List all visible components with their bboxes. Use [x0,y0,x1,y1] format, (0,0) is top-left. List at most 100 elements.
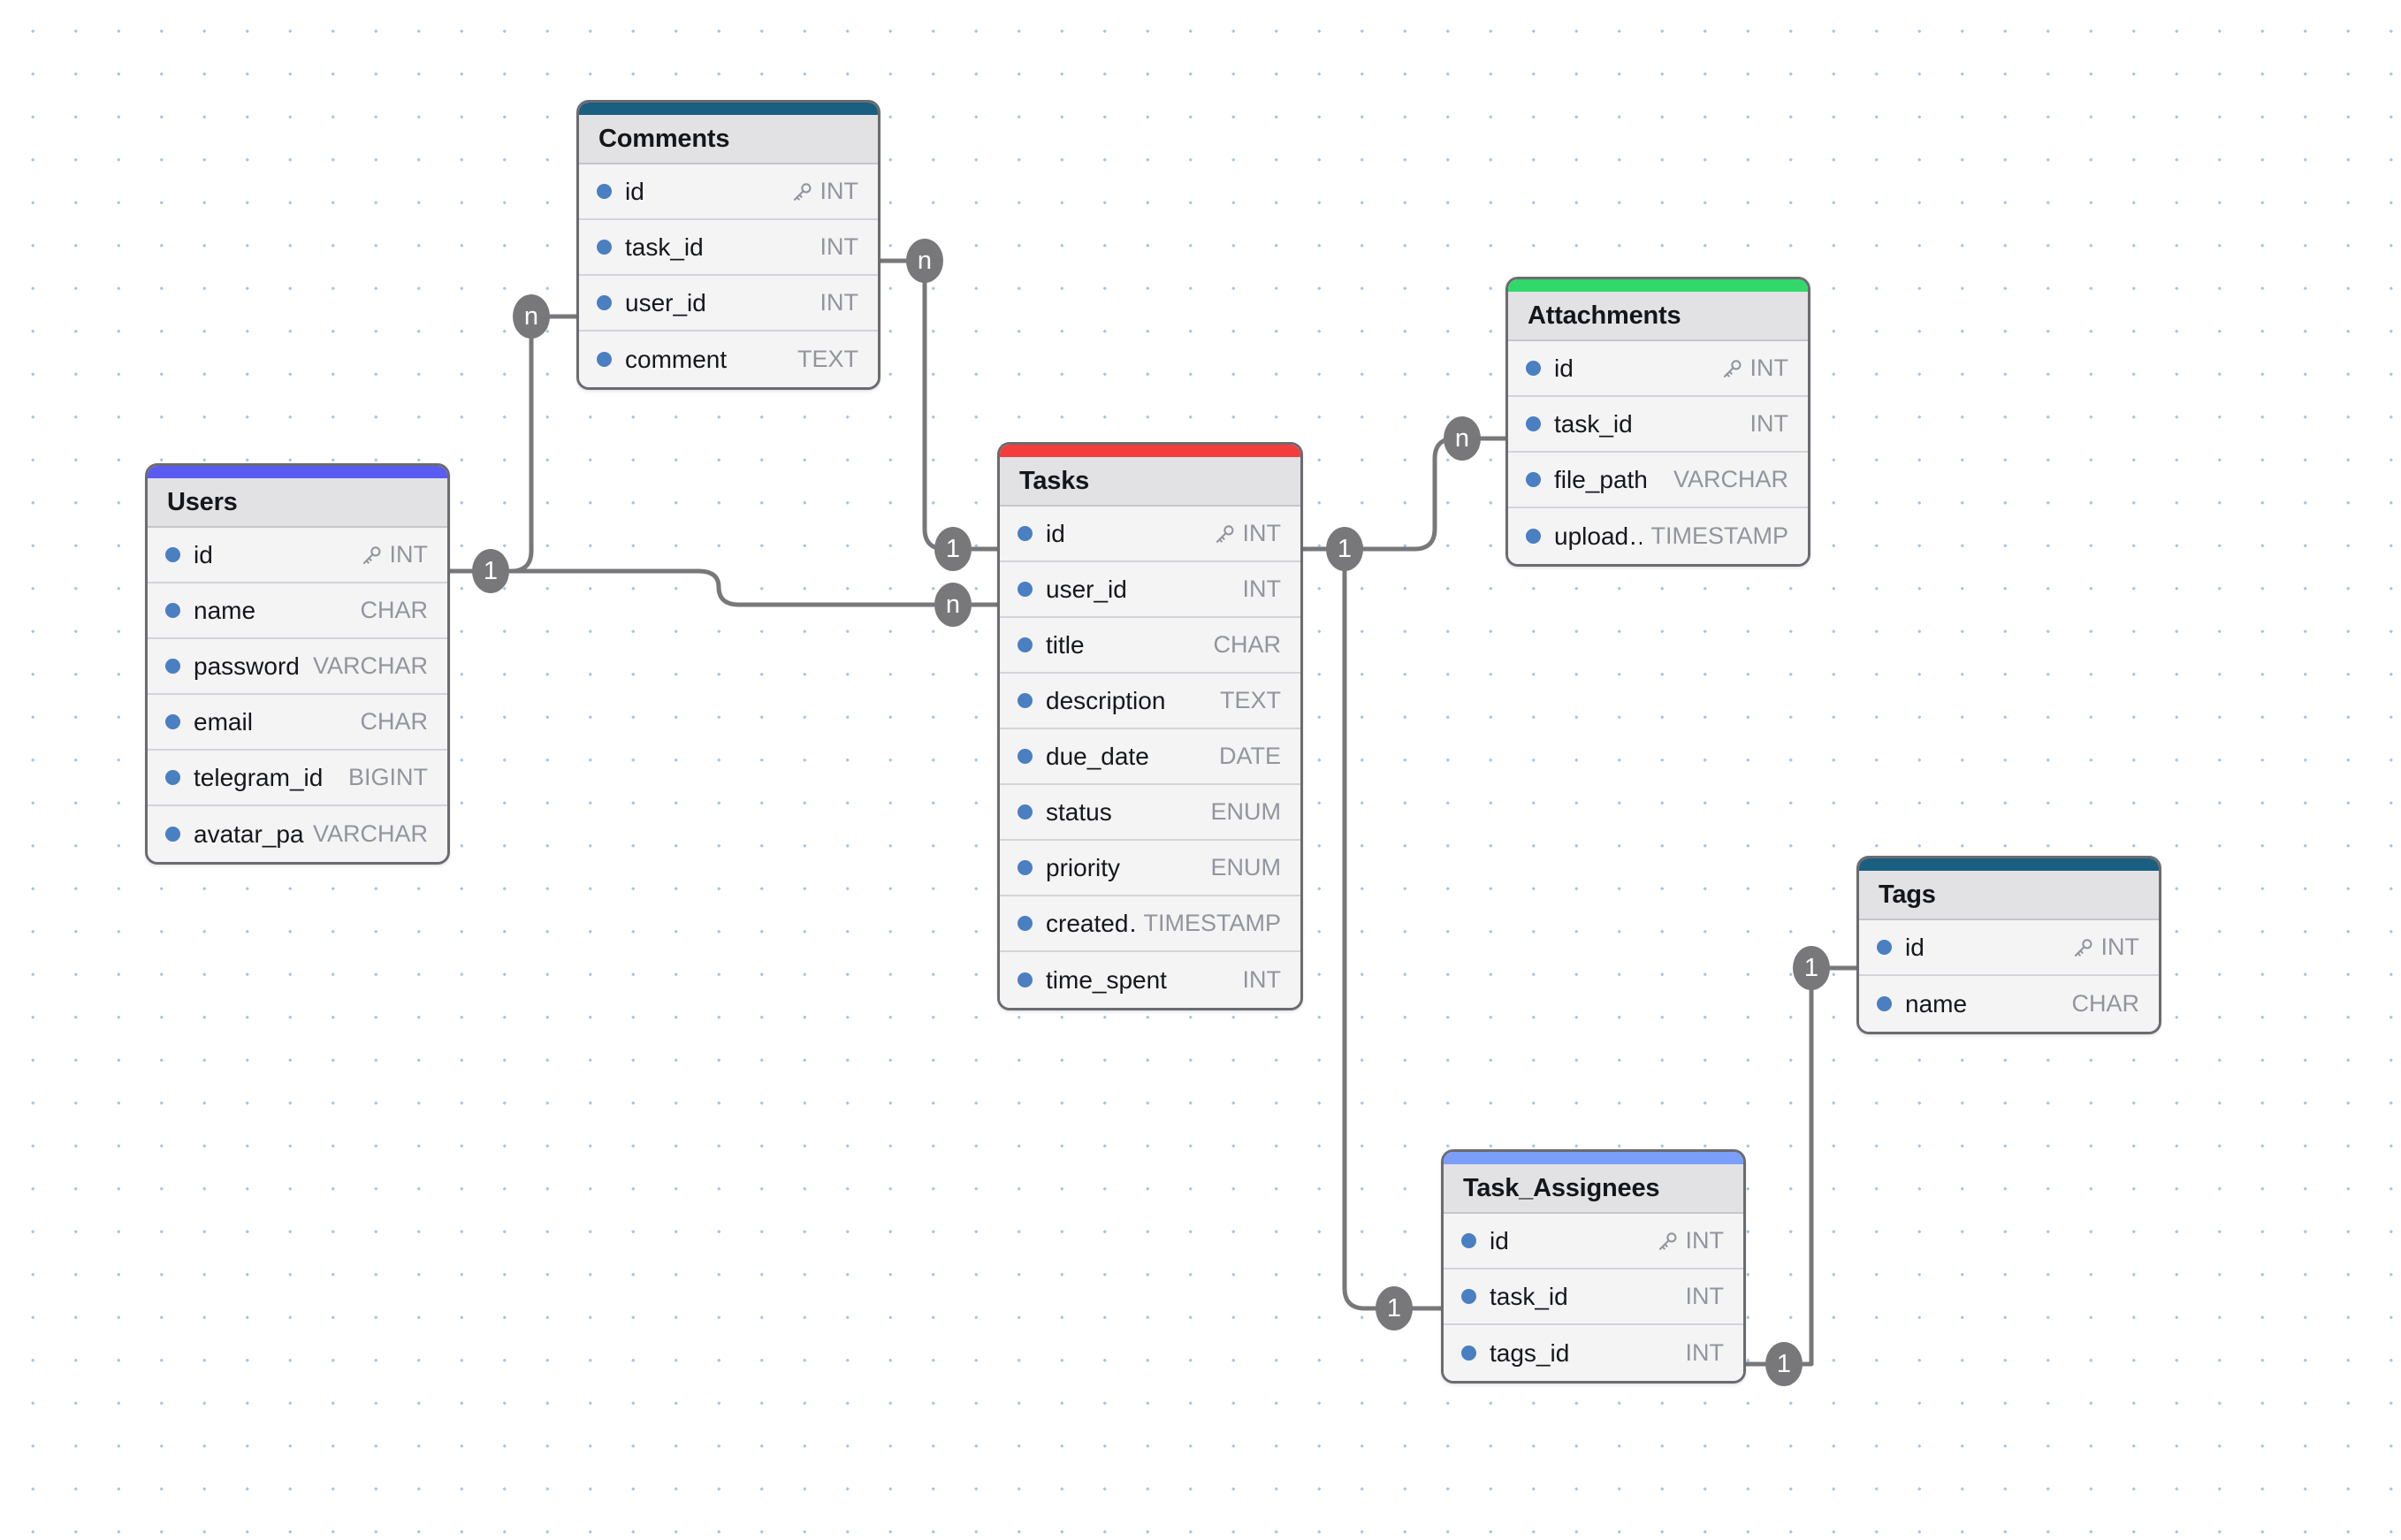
field-name: title [1046,630,1085,659]
field-name: created… [1046,909,1134,937]
field-name: user_id [625,288,706,316]
field-name: status [1046,797,1112,826]
field-bullet-icon [165,770,180,785]
table-field-row[interactable]: id INT [1000,507,1300,562]
table-field-row[interactable]: status ENUM [1000,785,1300,841]
field-bullet-icon [1461,1289,1476,1304]
primary-key-icon [1216,524,1233,543]
field-meta: TEXT [789,346,858,373]
field-name: id [1490,1226,1509,1254]
table-field-row[interactable]: upload… TIMESTAMP [1508,508,1808,564]
table-field-row[interactable]: telegram_id BIGINT [148,751,447,806]
field-type: ENUM [1210,798,1282,825]
table-field-row[interactable]: id INT [1444,1214,1743,1269]
cardinality-badge: n [513,294,550,339]
field-type: INT [1242,966,1282,993]
field-meta: ENUM [1202,798,1282,826]
field-meta: TIMESTAMP [1134,910,1281,937]
table-accent-bar [1000,445,1300,457]
field-name: task_id [625,233,704,261]
field-meta: INT [1648,1227,1724,1254]
cardinality-badge: 1 [1793,946,1830,990]
primary-key-icon [1723,359,1741,377]
field-name: telegram_id [194,763,324,791]
table-title: Task_Assignees [1444,1164,1743,1214]
field-name: upload… [1554,522,1642,550]
table-field-row[interactable]: password VARCHAR [148,639,447,695]
field-name: id [194,540,213,568]
field-name: due_date [1046,742,1149,770]
field-type: TIMESTAMP [1650,522,1788,549]
field-meta: INT [812,289,859,316]
field-name: id [1046,519,1065,547]
field-meta: INT [1234,966,1282,994]
table-field-row[interactable]: title CHAR [1000,618,1300,674]
field-meta: CHAR [1204,631,1281,659]
table-accent-bar [1859,858,2159,871]
field-bullet-icon [165,547,180,562]
table-accent-bar [579,103,878,115]
field-bullet-icon [597,240,612,255]
field-bullet-icon [165,659,180,674]
table-field-row[interactable]: due_date DATE [1000,729,1300,785]
table-title: Users [148,478,447,528]
field-name: name [194,596,256,624]
table-field-row[interactable]: avatar_pa…VARCHAR [148,806,447,862]
field-name: user_id [1046,575,1127,603]
field-type: INT [1749,410,1789,437]
field-name: id [1905,933,1925,961]
cardinality-badge: 1 [1376,1286,1413,1330]
field-name: avatar_pa… [194,820,304,848]
field-bullet-icon [1461,1233,1476,1248]
field-type: VARCHAR [1673,466,1788,492]
field-meta: INT [812,233,859,261]
field-name: password [194,652,300,680]
field-type: CHAR [360,597,428,623]
field-bullet-icon [1018,916,1033,931]
table-title: Comments [579,115,878,164]
field-meta: INT [782,178,858,205]
primary-key-icon [793,182,811,201]
field-meta: INT [1205,520,1282,547]
table-field-row[interactable]: user_id INT [579,276,878,332]
table-title: Tags [1859,871,2159,920]
field-type: CHAR [1213,631,1281,658]
field-bullet-icon [1018,693,1033,708]
field-type: INT [1749,355,1789,381]
field-type: VARCHAR [312,652,428,679]
field-type: INT [1242,520,1282,546]
field-bullet-icon [1018,526,1033,541]
table-accent-bar [148,466,447,478]
table-field-row[interactable]: name CHAR [148,583,447,639]
primary-key-icon [362,545,380,564]
field-meta: DATE [1210,743,1281,770]
table-field-row[interactable]: created…TIMESTAMP [1000,896,1300,952]
field-bullet-icon [597,184,612,199]
table-field-row[interactable]: task_id INT [579,220,878,276]
cardinality-badge: n [906,239,943,283]
field-meta: BIGINT [339,764,428,791]
cardinality-badge: n [1444,416,1481,461]
